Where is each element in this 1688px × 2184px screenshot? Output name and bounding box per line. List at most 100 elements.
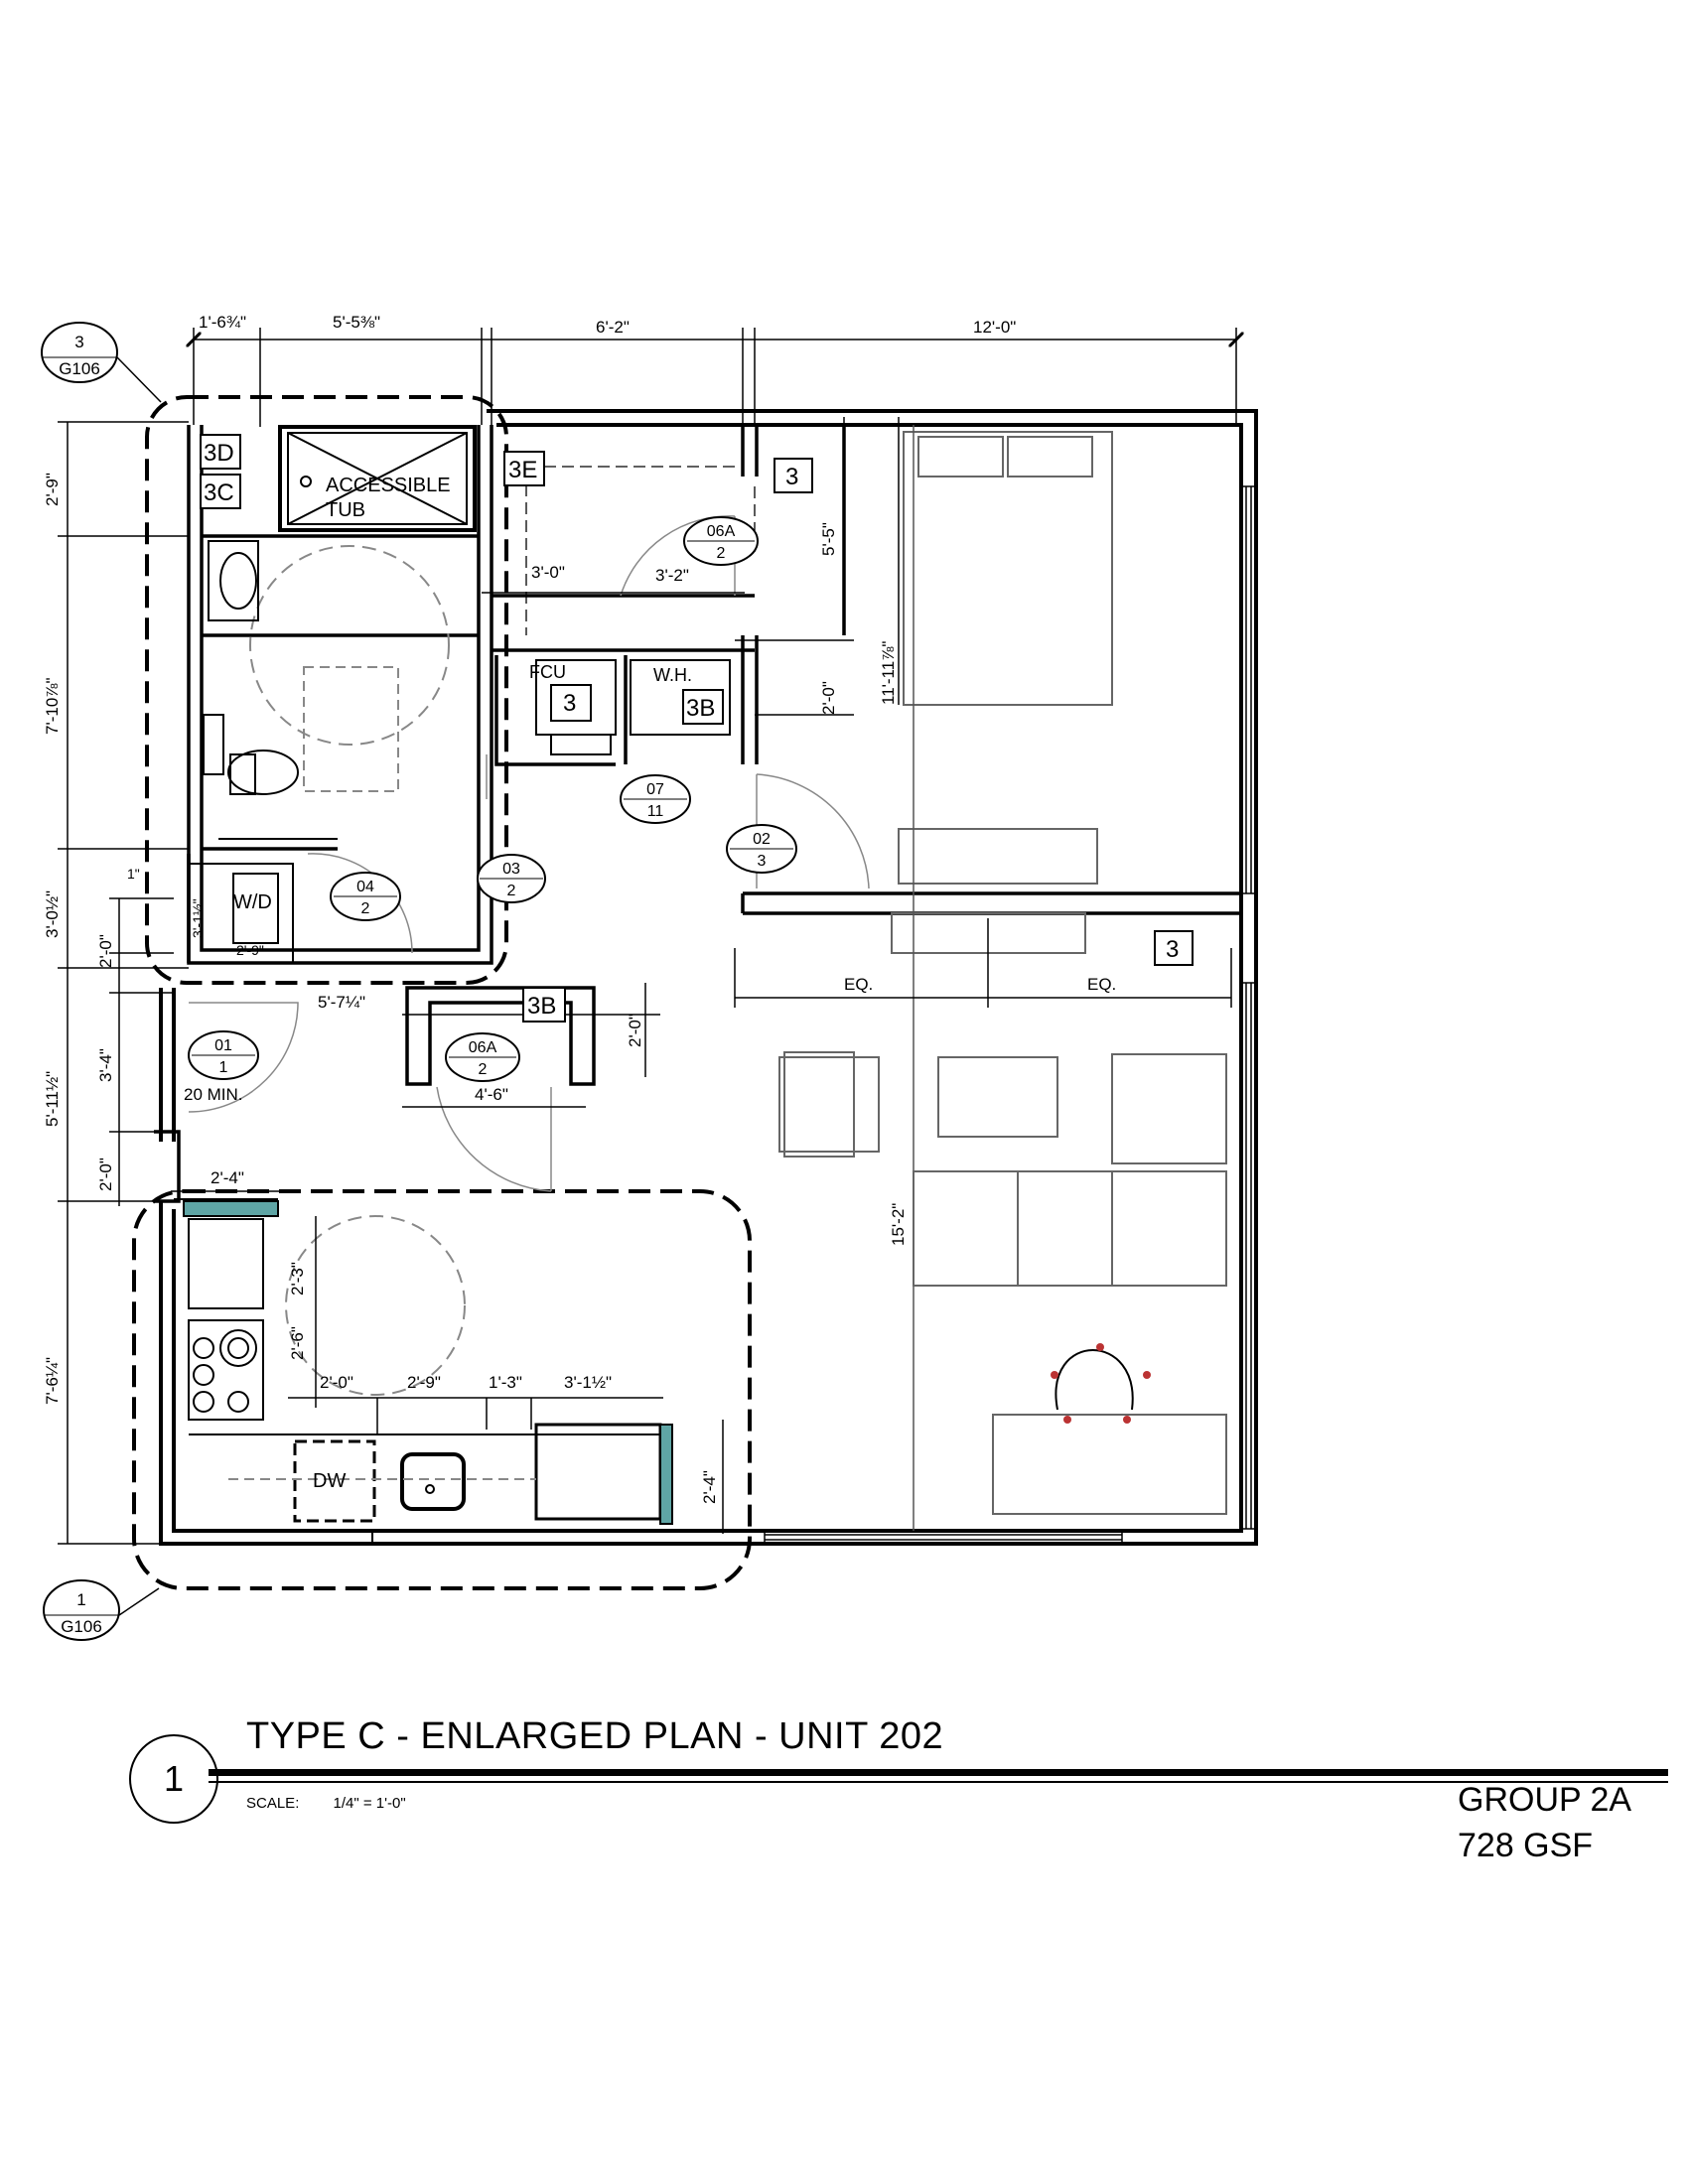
tags: 3D 3C 3E 3 3 3B 3B 3: [200, 434, 1194, 1023]
dim-int-4: 2'-0": [819, 681, 838, 715]
dim-int-8: 2'-0": [626, 1014, 644, 1047]
door-tag-02: 023: [726, 824, 797, 874]
windows: [764, 485, 1256, 1544]
dim-int-1: 3'-0": [531, 563, 565, 582]
dim-inner-1: 2'-0": [96, 934, 115, 968]
svg-text:2: 2: [717, 545, 726, 562]
svg-text:3: 3: [1166, 936, 1179, 963]
tag-3b-wh: 3B: [682, 689, 724, 725]
svg-text:01: 01: [214, 1037, 232, 1054]
wh-label: W.H.: [653, 665, 692, 685]
wd-label: W/D: [233, 891, 272, 913]
plan-title: TYPE C - ENLARGED PLAN - UNIT 202: [246, 1715, 944, 1757]
svg-text:3B: 3B: [527, 993, 556, 1020]
dim-int-10: EQ.: [1087, 975, 1116, 994]
svg-text:3E: 3E: [508, 457, 537, 483]
svg-text:1: 1: [76, 1590, 85, 1609]
svg-text:1: 1: [219, 1059, 228, 1076]
dw-label: DW: [313, 1470, 346, 1492]
svg-text:2: 2: [361, 900, 370, 917]
kitchen-fixtures: [174, 1198, 673, 1544]
dim-int-18: 3'-1½": [564, 1373, 612, 1392]
dim-int-3: 5'-5": [819, 522, 838, 556]
dim-int-22: 1": [127, 866, 140, 882]
dim-left-5: 7'-6¼": [43, 1357, 62, 1405]
svg-text:06A: 06A: [707, 523, 736, 540]
svg-text:3: 3: [563, 690, 576, 717]
tag-3-living: 3: [1154, 930, 1194, 966]
scale-note: SCALE: 1/4" = 1'-0": [246, 1795, 406, 1812]
dim-int-6: 5'-7¼": [318, 993, 365, 1012]
section-ref-bottom: 1 G106: [43, 1579, 160, 1641]
bedroom-furniture: [891, 425, 1113, 1531]
fixture-labels: ACCESSIBLE TUB FCU W.H. W/D DW 20 MIN.: [184, 475, 692, 1492]
dim-int-19: 2'-4": [211, 1168, 244, 1187]
dim-top-3: 6'-2": [596, 318, 630, 337]
dim-left-2: 7'-10⅞": [43, 678, 62, 735]
tub-label: ACCESSIBLE: [326, 475, 451, 496]
svg-text:3: 3: [74, 333, 83, 351]
scale-label: SCALE:: [246, 1795, 300, 1812]
dim-top-4: 12'-0": [973, 318, 1016, 337]
tag-3d: 3D: [200, 434, 241, 470]
dim-int-17: 1'-3": [489, 1373, 522, 1392]
door-tag-03: 032: [477, 854, 546, 903]
svg-text:06A: 06A: [469, 1039, 497, 1056]
tag-3e: 3E: [503, 451, 545, 486]
dim-left-4: 5'-11½": [43, 1071, 62, 1127]
svg-text:2: 2: [507, 883, 516, 899]
tag-3b-hall: 3B: [522, 987, 566, 1023]
living-furniture: [778, 1051, 1227, 1515]
tub-label-2: TUB: [326, 499, 365, 521]
svg-text:3: 3: [758, 853, 767, 870]
dim-top-1: 1'-6¾": [199, 313, 246, 332]
dim-int-16: 2'-9": [407, 1373, 441, 1392]
svg-text:11: 11: [647, 803, 664, 820]
svg-text:G106: G106: [59, 359, 100, 378]
turning-circles: [249, 545, 466, 1396]
svg-text:G106: G106: [61, 1617, 102, 1636]
dim-int-20: 3'-1½": [190, 898, 206, 938]
dim-int-11: 15'-2": [889, 1203, 908, 1246]
tag-3-fcu: 3: [550, 684, 592, 722]
dim-int-21: 2'-9": [236, 942, 264, 958]
dim-int-13: 2'-3": [288, 1262, 307, 1296]
dimension-text: 1'-6¾" 5'-5⅜" 6'-2" 12'-0" 2'-9" 7'-10⅞"…: [43, 313, 1116, 1504]
dim-int-9: EQ.: [844, 975, 873, 994]
fcu-label: FCU: [529, 662, 566, 682]
dim-left-1: 2'-9": [43, 473, 62, 506]
svg-text:07: 07: [646, 781, 664, 798]
dimension-lines: [58, 328, 1236, 1545]
dim-int-14: 2'-6": [288, 1326, 307, 1360]
tag-3-closet: 3: [774, 458, 813, 493]
accessible-zones: [132, 395, 752, 1590]
dim-left-3: 3'-0½": [43, 890, 62, 938]
exterior-walls: [159, 409, 1258, 1546]
dim-top-2: 5'-5⅜": [333, 313, 380, 332]
svg-text:3C: 3C: [204, 479, 234, 506]
door-tag-04: 042: [330, 872, 401, 921]
svg-text:04: 04: [356, 879, 374, 895]
mech-fixtures: [535, 659, 731, 755]
dim-int-15: 2'-0": [320, 1373, 353, 1392]
title-rule-thin: [209, 1781, 1668, 1783]
dim-int-2: 3'-2": [655, 566, 689, 585]
group-info: GROUP 2A 728 GSF: [1458, 1777, 1631, 1868]
svg-text:3: 3: [785, 464, 798, 490]
tag-3c: 3C: [200, 474, 241, 509]
dim-int-5: 11'-11⅞": [879, 641, 898, 705]
door-tag-01: 011: [188, 1030, 259, 1080]
dim-inner-2: 3'-4": [96, 1048, 115, 1082]
svg-text:02: 02: [753, 831, 771, 848]
svg-text:3D: 3D: [204, 440, 234, 467]
view-number: 1: [129, 1734, 218, 1824]
dim-int-12: 2'-4": [700, 1470, 719, 1504]
svg-text:2: 2: [479, 1061, 488, 1078]
group-label: GROUP 2A: [1458, 1781, 1632, 1819]
area-label: 728 GSF: [1458, 1827, 1594, 1864]
